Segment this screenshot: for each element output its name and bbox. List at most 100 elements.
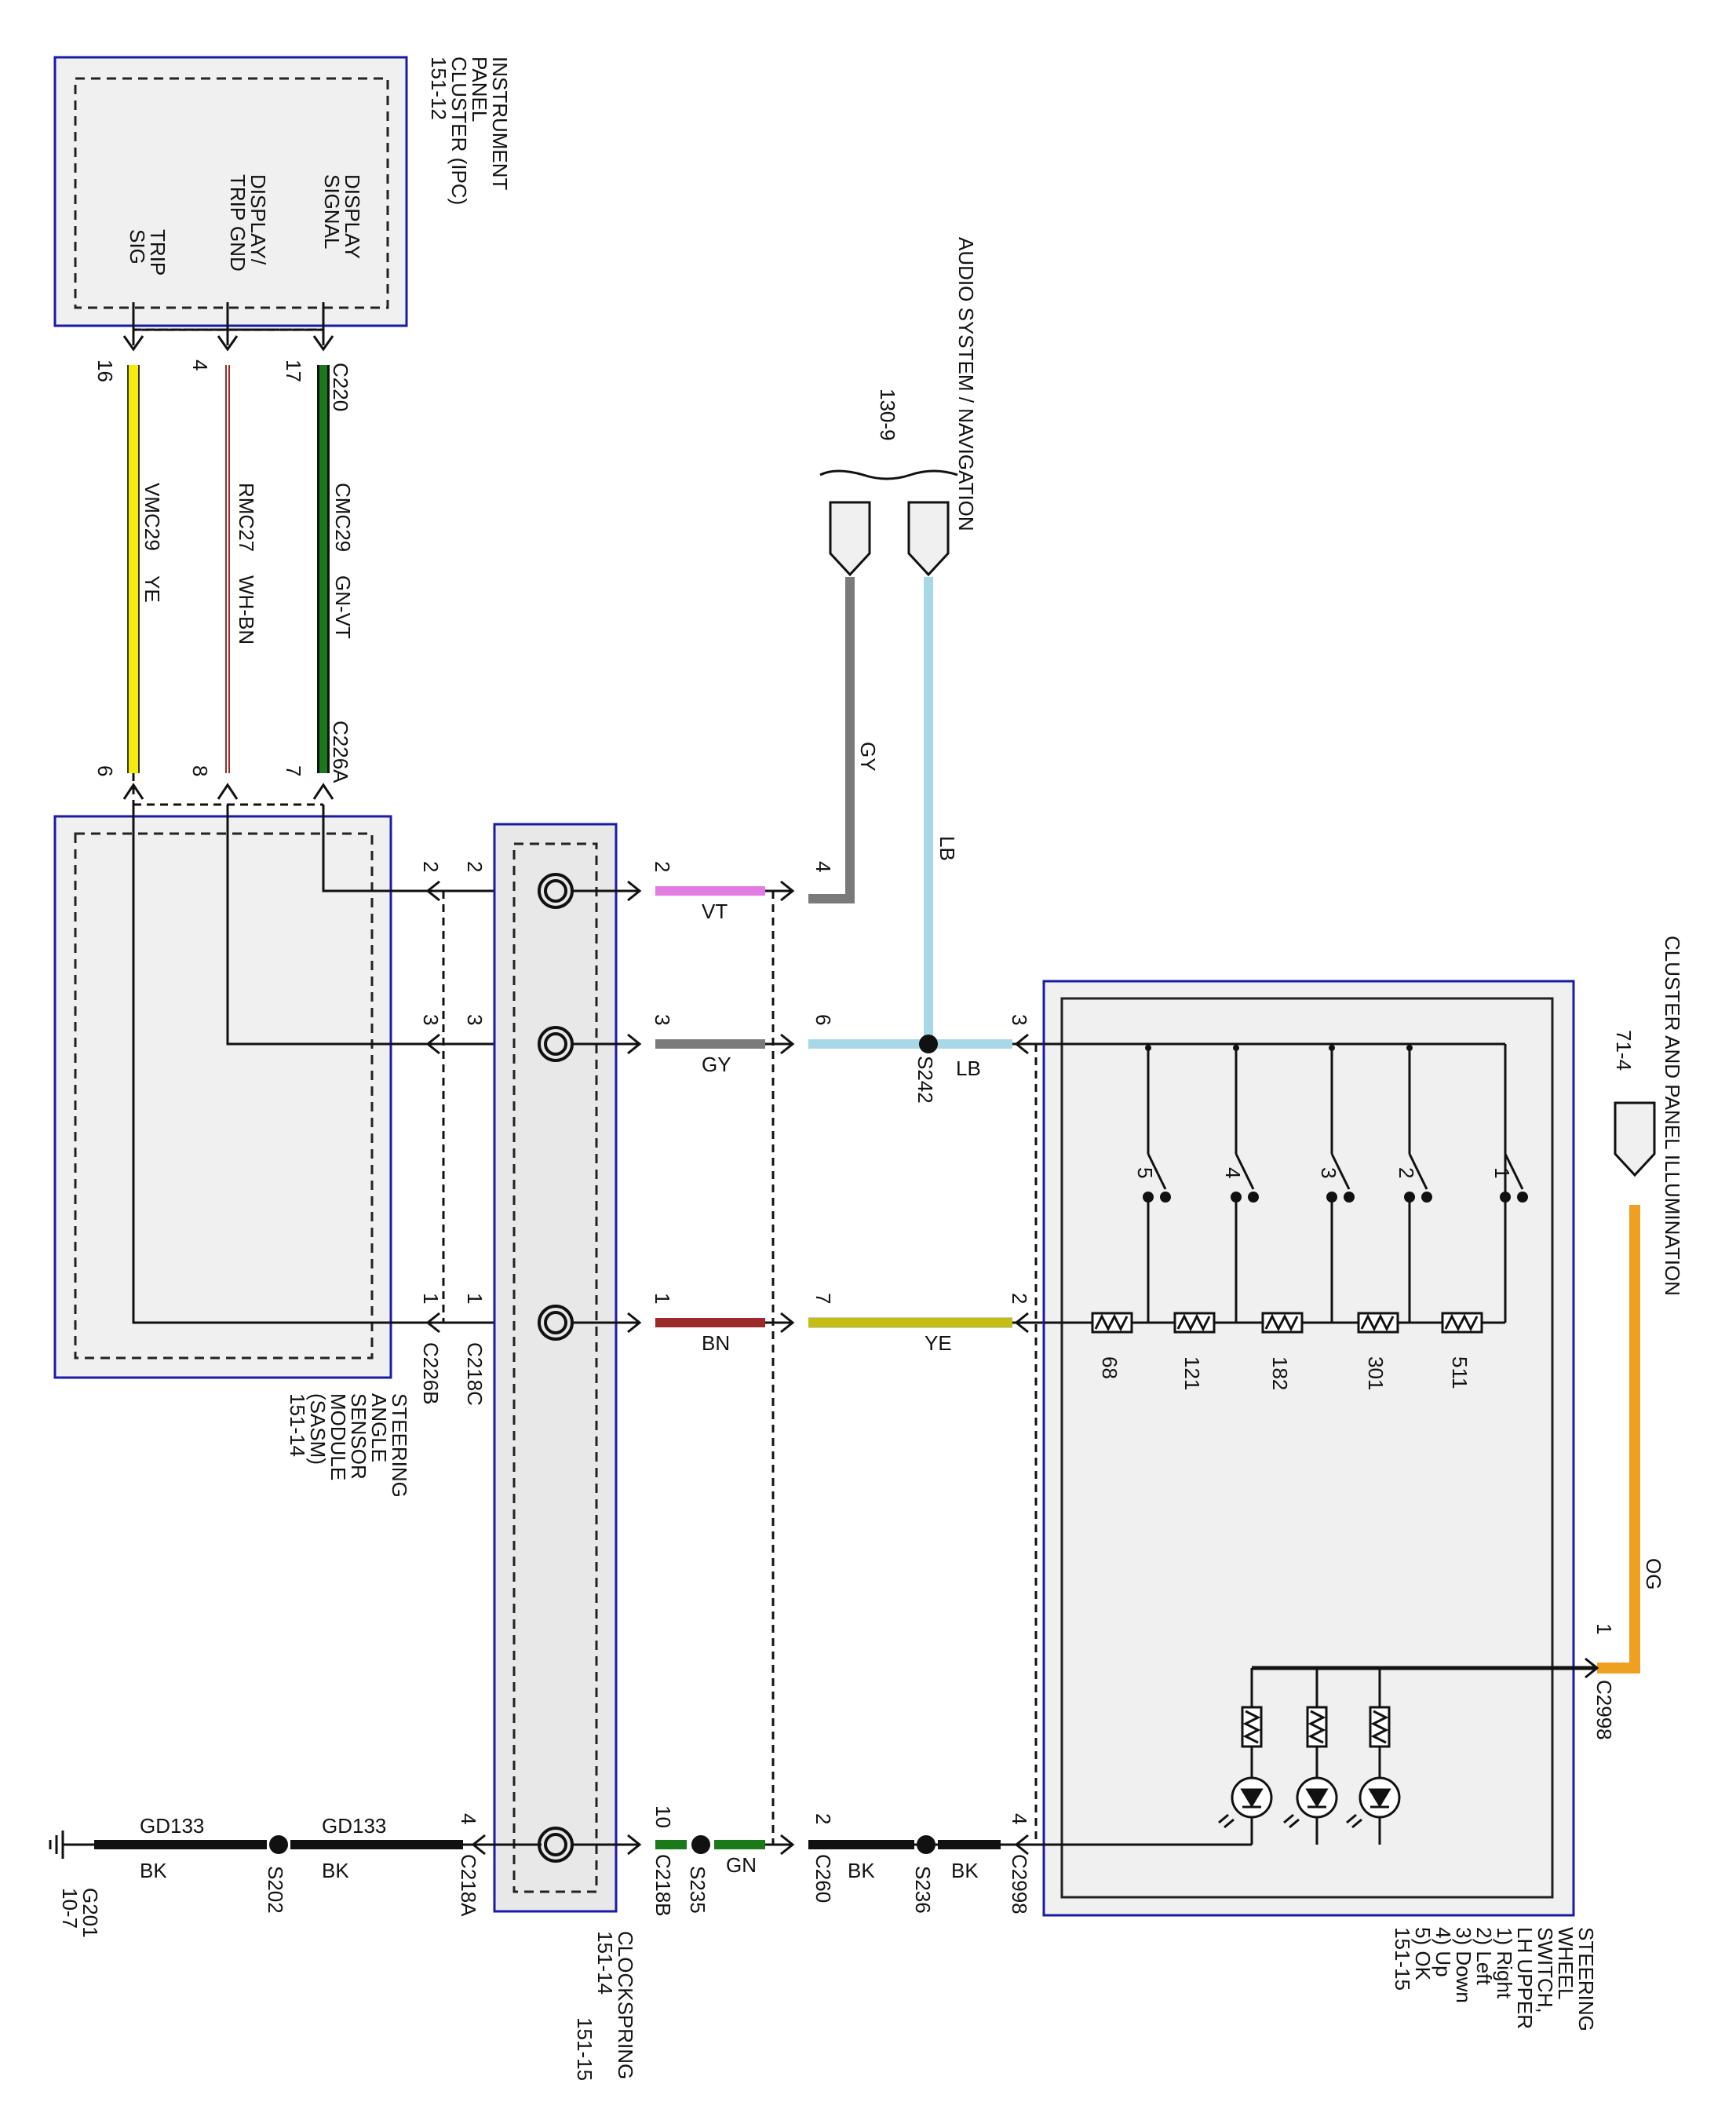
c226a-pin-8: 8 [188, 765, 212, 776]
svg-text:GN-VT: GN-VT [331, 575, 355, 639]
gd133-a: GD133 [140, 1814, 204, 1838]
gnd-pin-4b: 4 [1008, 1813, 1031, 1824]
cluster-illum-title: CLUSTER AND PANEL ILLUMINATION [1661, 936, 1684, 1296]
svg-text:151-14: 151-14 [593, 1931, 617, 1995]
switch-num-5: 5 [1133, 1167, 1157, 1178]
svg-text:CLOCKSPRING: CLOCKSPRING [614, 1931, 637, 2079]
svg-text:PANEL: PANEL [468, 57, 491, 122]
svg-text:3) Down: 3) Down [1452, 1927, 1475, 2003]
c220-label: C220 [329, 363, 352, 411]
clock-pin-2: 2 [651, 861, 674, 872]
color-label-og: OG [1642, 1558, 1665, 1590]
color-label-bk4: BK [951, 1859, 979, 1882]
switch-num-3: 3 [1317, 1167, 1340, 1178]
resistor-301: 301 [1364, 1356, 1388, 1390]
mid-pin-4: 4 [811, 861, 835, 872]
c220-arrows [122, 302, 334, 352]
switch-contacts [1143, 1045, 1528, 1203]
splice-s236: S236 [911, 1866, 935, 1914]
led-resistor-zigzags [1242, 1710, 1389, 1744]
svg-text:CLUSTER (IPC): CLUSTER (IPC) [447, 57, 471, 205]
clock-pin-1: 1 [651, 1293, 674, 1304]
wire-label-rmc27: RMC27 WH-BN [235, 483, 258, 644]
switch-module-title: STEERING WHEEL SWITCH, LH UPPER 1) Right… [1391, 1927, 1598, 2031]
wire-label-cmc29: CMC29 GN-VT [331, 483, 355, 639]
clockspring-harness-wires [655, 886, 765, 1849]
switch-ladder [1044, 1042, 1524, 1324]
clockspring-out-arrows [573, 880, 642, 1856]
wire-gy-audio [808, 577, 855, 903]
audio-connector-symbol [819, 469, 958, 577]
clock-pin-3: 3 [651, 1014, 674, 1025]
gnd-pin-2: 2 [811, 1813, 835, 1824]
svg-text:SIG: SIG [126, 229, 149, 265]
ipc-pin-trip-sig: TRIP SIG [126, 229, 170, 276]
mid-pin-7: 7 [811, 1293, 835, 1304]
gnd-pin-10: 10 [651, 1805, 675, 1828]
svg-text:TRIP: TRIP [146, 229, 170, 276]
svg-text:WH-BN: WH-BN [235, 575, 258, 644]
c2998-label-bottom: C2998 [1008, 1854, 1031, 1914]
c260-label: C260 [811, 1854, 835, 1903]
svg-text:151-15: 151-15 [1391, 1927, 1414, 1991]
clockspring-title: CLOCKSPRING 151-14 151-15 [573, 1931, 637, 2081]
resistor-68: 68 [1098, 1356, 1121, 1379]
ground-name: G201 [78, 1888, 102, 1938]
color-label-gy: GY [702, 1053, 731, 1076]
wire-label-vmc29: VMC29 YE [140, 483, 164, 603]
c218c-label: C218C [463, 1342, 487, 1406]
color-label-gy-up: GY [856, 742, 880, 772]
c220-pin-16: 16 [93, 360, 117, 382]
c226a-label: C226A [329, 721, 352, 783]
led-glyphs [1218, 1788, 1391, 1829]
svg-text:VMC29: VMC29 [140, 483, 164, 551]
svg-text:2) Left: 2) Left [1472, 1927, 1496, 1985]
c226a-pin-6: 6 [93, 765, 117, 776]
svg-text:YE: YE [140, 575, 164, 603]
color-label-bn: BN [702, 1331, 730, 1355]
illum-arrow [1570, 1657, 1599, 1679]
splice-s235-dot [691, 1835, 710, 1854]
splice-s235: S235 [686, 1866, 709, 1914]
c2998-label-top: C2998 [1592, 1680, 1616, 1740]
svg-text:151-15: 151-15 [573, 2017, 596, 2081]
ipc-title: INSTRUMENT PANEL CLUSTER (IPC) 151-12 [427, 57, 512, 205]
svg-text:CMC29: CMC29 [331, 483, 355, 552]
mid-pin-6: 6 [811, 1014, 835, 1025]
mid-connector [765, 880, 795, 1856]
svg-text:151-14: 151-14 [286, 1393, 309, 1457]
svg-text:ANGLE: ANGLE [367, 1393, 391, 1462]
c218b-label: C218B [651, 1854, 675, 1917]
ipc-pin-trip-gnd: DISPLAY/ TRIP GND [226, 174, 270, 272]
c218c-pin-1: 1 [463, 1293, 487, 1304]
switch-input-arrows [1012, 1033, 1044, 1845]
svg-text:4) Up: 4) Up [1431, 1927, 1455, 1977]
cluster-illum-connector [1614, 1101, 1656, 1177]
ground-ref: 10-7 [58, 1888, 82, 1929]
c226a-pin-7: 7 [282, 765, 305, 776]
resistor-chain [1091, 1312, 1483, 1334]
audio-title: AUDIO SYSTEM / NAVIGATION [954, 237, 978, 531]
c220-pin-4: 4 [188, 360, 212, 370]
wire-og [1597, 1205, 1640, 1674]
clockspring-coils [538, 873, 574, 1863]
svg-text:LH UPPER: LH UPPER [1513, 1927, 1537, 2029]
splice-s202-dot [269, 1835, 288, 1854]
svg-text:SENSOR: SENSOR [347, 1393, 370, 1480]
color-label-vt: VT [702, 900, 728, 923]
svg-text:DISPLAY: DISPLAY [341, 174, 364, 259]
svg-text:151-12: 151-12 [427, 57, 450, 120]
switch-module [1042, 980, 1575, 1917]
switch-num-2: 2 [1395, 1167, 1418, 1178]
svg-text:1) Right: 1) Right [1493, 1927, 1516, 1999]
ground-symbol [49, 1831, 94, 1859]
splice-s242: S242 [914, 1056, 937, 1104]
resistor-511: 511 [1448, 1356, 1472, 1389]
color-label-bk3: BK [848, 1859, 875, 1882]
ipc-module [53, 56, 408, 327]
svg-text:DISPLAY/: DISPLAY/ [246, 174, 270, 265]
svg-text:SIGNAL: SIGNAL [320, 174, 344, 249]
c226b-pin-2: 2 [419, 861, 443, 872]
color-label-bk1: BK [140, 1859, 167, 1882]
